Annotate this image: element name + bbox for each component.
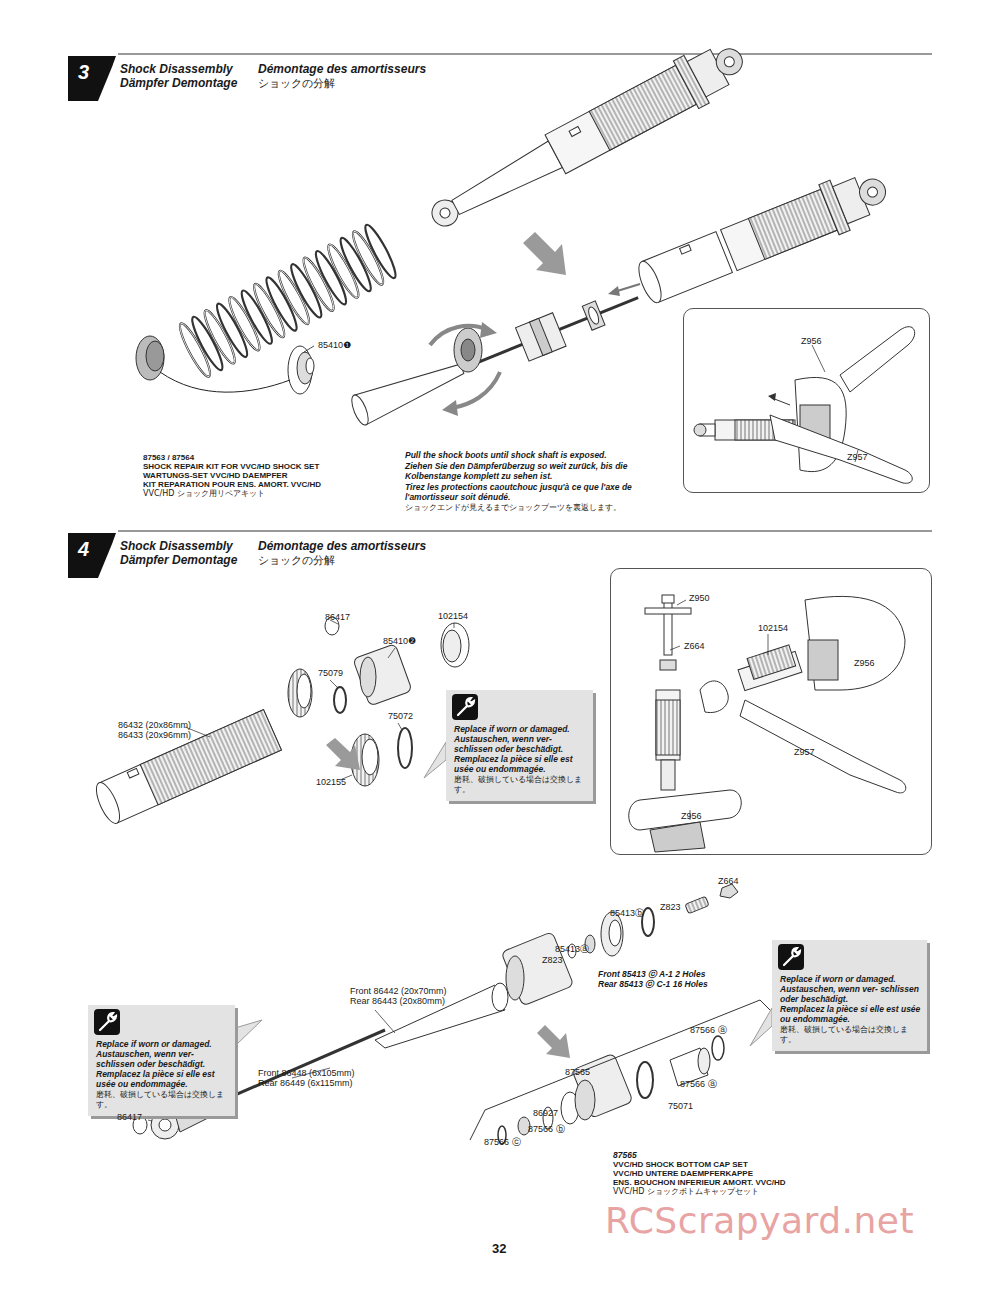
kit-note: VVC/HD ショックボトムキャップセット <box>613 1187 759 1196</box>
step-title: Shock Disassembly <box>120 62 233 76</box>
part-number: 87566 ⓐ <box>690 1025 727 1035</box>
kit-note: 87563 / 87564 <box>143 453 194 462</box>
wrench-glyph <box>458 698 474 715</box>
part-number: 87566 ⓐ <box>680 1079 717 1089</box>
replace-callout-box: Replace if worn or damaged.Austauschen, … <box>88 1005 235 1116</box>
part-number: 102154 <box>438 611 468 621</box>
kit-note: VVC/HD ショック用リペアキット <box>143 489 265 498</box>
step-badge <box>68 532 118 578</box>
part-number: 86433 (20x96mm) <box>118 730 191 740</box>
part-number: Z664 <box>718 876 739 886</box>
part-number: 86417 <box>325 612 350 622</box>
tool-number: Z957 <box>847 452 868 462</box>
page-number: 32 <box>492 1242 506 1257</box>
kit-note: ENS. BOUCHON INFERIEUR AMORT. VVC/HD <box>613 1178 786 1187</box>
step-badge-shape <box>68 56 116 101</box>
callout-note: Replace if worn or damaged. <box>454 724 587 734</box>
callout-note: Austauschen, wenn ver- schlissen oder be… <box>96 1049 229 1069</box>
kit-note: Pull the shock boots until shock shaft i… <box>405 450 670 460</box>
step-number: 3 <box>78 61 89 84</box>
kit-note: VVC/HD SHOCK BOTTOM CAP SET <box>613 1160 748 1169</box>
tool-number: Z956 <box>801 336 822 346</box>
kit-note: SHOCK REPAIR KIT FOR VVC/HD SHOCK SET <box>143 462 319 471</box>
part-number: 85413ⓐ <box>555 944 589 954</box>
part-number: Z823 <box>542 955 563 965</box>
part-number: 75072 <box>388 711 413 721</box>
callout-note: Remplacez la pièce si elle est usée ou e… <box>454 754 587 774</box>
step-title: Démontage des amortisseurs <box>258 62 426 76</box>
tool-number: Z956 <box>854 658 875 668</box>
icon-ground <box>94 1009 120 1035</box>
step-header: 4 Shock Disassembly Démontage des amortiss… <box>68 532 498 578</box>
part-number: Rear 86443 (20x80mm) <box>350 996 445 1006</box>
part-number: 87565 <box>565 1067 590 1077</box>
step-title: ショックの分解 <box>258 553 335 568</box>
part-number: 87566 ⓑ <box>528 1124 565 1134</box>
part-number: Front 86442 (20x70mm) <box>350 986 447 996</box>
part-number: 75071 <box>668 1101 693 1111</box>
kit-note: ショックエンドが見えるまでショックブーツを裏返します。 <box>405 503 621 512</box>
step-title: Dämpfer Demontage <box>120 553 237 567</box>
part-number: 86432 (20x86mm) <box>118 720 191 730</box>
tool-inset-panel: Z956Z957 <box>683 308 930 493</box>
step-badge-shape <box>68 533 116 578</box>
wrench-glyph <box>784 948 800 965</box>
callout-note: Remplacez la pièce si elle est usée ou e… <box>780 1004 921 1024</box>
callout-note: 磨耗、破損している場合は交換します。 <box>454 775 587 795</box>
wrench-icon <box>94 1009 124 1039</box>
callout-note: 磨耗、破損している場合は交換します。 <box>780 1025 921 1045</box>
step-title: ショックの分解 <box>258 76 335 91</box>
part-number: Front 86448 (6x105mm) <box>258 1068 355 1078</box>
part-number: 85410❷ <box>383 636 416 646</box>
kit-note: Tirez les protections caoutchouc jusqu'à… <box>405 482 670 502</box>
step-title: Dämpfer Demontage <box>120 76 237 90</box>
step-header: 3 Shock Disassembly Démontage des amortiss… <box>68 55 498 101</box>
tool-number: Z957 <box>794 747 815 757</box>
part-number: 87566 ⓒ <box>484 1137 521 1147</box>
callout-note: Remplacez la pièce si elle est usée ou e… <box>96 1069 229 1089</box>
part-number: Rear 86449 (6x115mm) <box>258 1078 352 1088</box>
part-number: 102155 <box>316 777 346 787</box>
callout-note: Replace if worn or damaged. <box>780 974 921 984</box>
kit-note: Ziehen Sie den Dämpferüberzug so weit zu… <box>405 461 670 481</box>
watermark: RCScrapyard.net <box>605 1200 914 1241</box>
step-badge <box>68 55 118 101</box>
wrench-glyph <box>100 1013 116 1030</box>
step-title: Shock Disassembly <box>120 539 233 553</box>
tool-inset-panel: Z950Z664102154Z956Z957Z956 <box>610 568 932 855</box>
tool-number: Z950 <box>689 593 710 603</box>
step-title: Démontage des amortisseurs <box>258 539 426 553</box>
icon-ground <box>452 694 478 720</box>
kit-note: 87565 <box>613 1150 637 1160</box>
icon-ground <box>778 944 804 970</box>
replace-callout-box: Replace if worn or damaged.Austauschen, … <box>772 940 927 1051</box>
kit-note: Front 85413 ⓒ A-1 2 Holes <box>598 969 705 979</box>
part-number: Z823 <box>660 902 681 912</box>
tool-number: 102154 <box>758 623 788 633</box>
part-number: 86417 <box>117 1112 142 1122</box>
tool-number: Z664 <box>684 641 705 651</box>
callout-note: Replace if worn or damaged. <box>96 1039 229 1049</box>
kit-note: Rear 85413 ⓒ C-1 16 Holes <box>598 979 708 989</box>
part-number: 85410❶ <box>318 340 351 350</box>
kit-note: VVC/HD UNTERE DAEMPFERKAPPE <box>613 1169 753 1178</box>
kit-note: WARTUNGS-SET VVC/HD DAEMPFER <box>143 471 287 480</box>
callout-note: Austauschen, wenn ver- schlissen oder be… <box>454 734 587 754</box>
part-number: 85413ⓑ <box>610 908 644 918</box>
wrench-icon <box>452 694 482 724</box>
callout-note: Austauschen, wenn ver- schlissen oder be… <box>780 984 921 1004</box>
part-number: 75079 <box>318 668 343 678</box>
step-number: 4 <box>78 538 89 561</box>
replace-callout-box: Replace if worn or damaged.Austauschen, … <box>446 690 593 801</box>
wrench-icon <box>778 944 808 974</box>
part-number: 86927 <box>533 1108 558 1118</box>
tool-number: Z956 <box>681 811 702 821</box>
callout-note: 磨耗、破損している場合は交換します。 <box>96 1090 229 1110</box>
kit-note: KIT REPARATION POUR ENS. AMORT. VVC/HD <box>143 480 321 489</box>
